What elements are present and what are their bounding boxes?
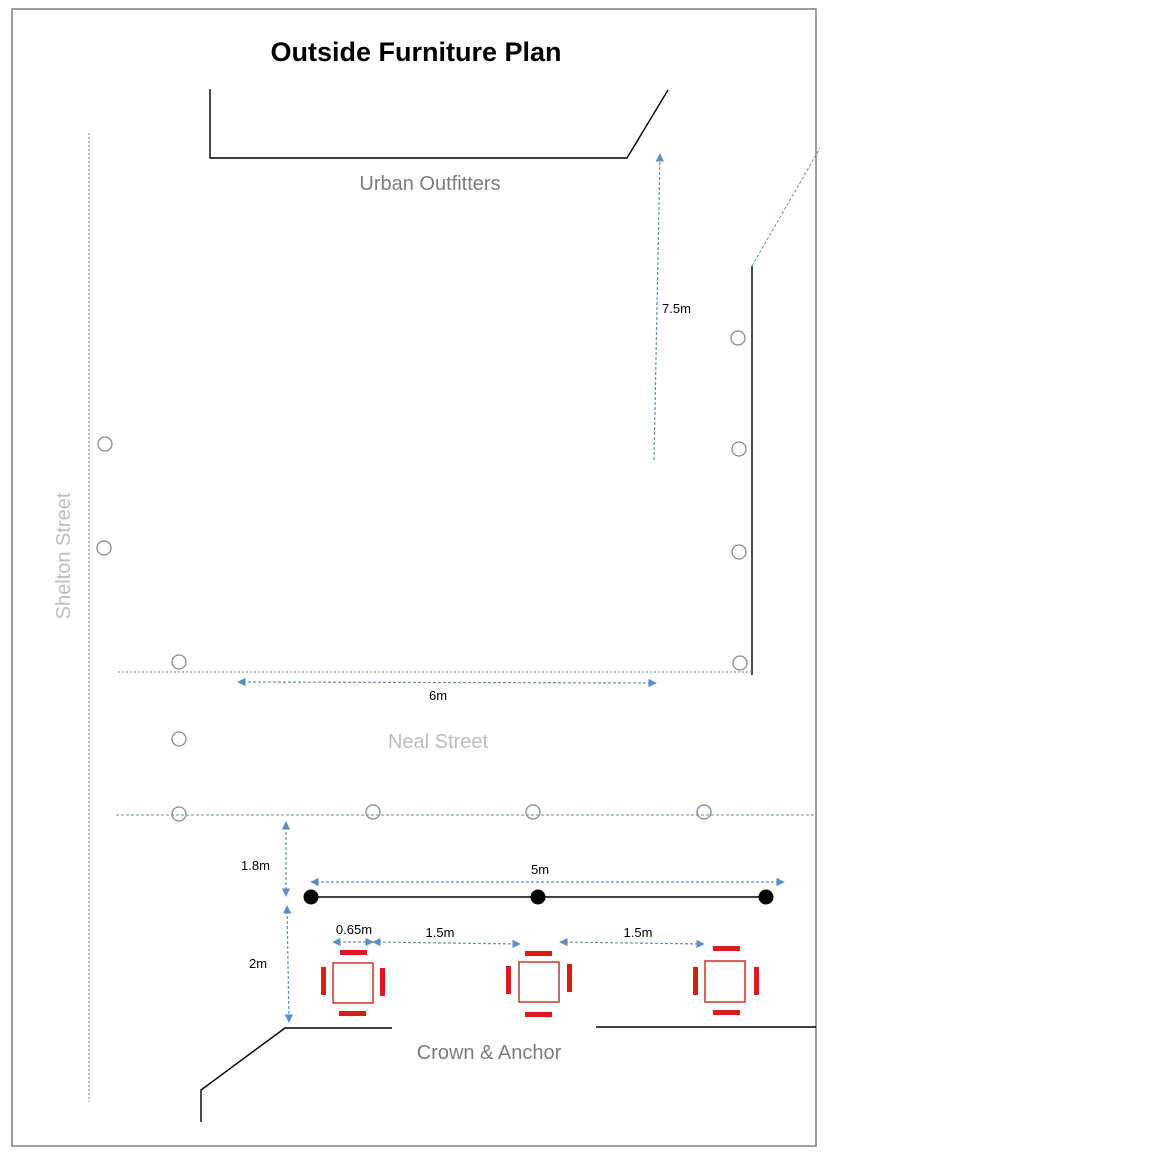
kerb-gap-label: 1.8m (241, 858, 270, 873)
page-frame (11, 8, 817, 1147)
neal-street-label: Neal Street (388, 731, 488, 753)
table-spacing-label: 1.5m (624, 925, 653, 940)
bollard (171, 654, 187, 670)
chair (506, 966, 511, 994)
crown-anchor-label: Crown & Anchor (417, 1042, 562, 1064)
barrier-post (303, 889, 319, 905)
bollard (731, 441, 747, 457)
bollard (171, 731, 187, 747)
barrier-post (758, 889, 774, 905)
crown-anchor-outline-left (200, 1027, 392, 1122)
table (332, 962, 374, 1004)
north-width-label: 6m (429, 688, 447, 703)
table-spacing-arrow (559, 937, 705, 949)
chair (339, 1011, 366, 1016)
right-building-dashed-edge (751, 147, 821, 267)
plan-title: Outside Furniture Plan (270, 37, 561, 67)
bollards (96, 330, 748, 822)
bollard (525, 804, 541, 820)
north-depth-arrow (653, 153, 665, 461)
chair (321, 967, 326, 995)
seating-depth-arrow (282, 905, 294, 1023)
bollard (365, 804, 381, 820)
bollard (171, 806, 187, 822)
table-set (693, 946, 759, 1015)
bollard (96, 540, 112, 556)
chair (567, 964, 572, 992)
chair (340, 950, 367, 955)
urban-outfitters-outline (209, 89, 669, 159)
bollard (696, 804, 712, 820)
table (704, 960, 746, 1003)
chair (713, 946, 740, 951)
chair (380, 968, 385, 996)
chair (525, 1012, 552, 1017)
chair (693, 967, 698, 995)
urban-outfitters-label: Urban Outfitters (359, 173, 500, 195)
chair (525, 951, 552, 956)
shelton-street-label: Shelton Street (53, 492, 75, 619)
bollard (97, 436, 113, 452)
table-set (321, 950, 385, 1016)
bollard (731, 544, 747, 560)
barrier-length-label: 5m (531, 862, 549, 877)
barrier-post (530, 889, 546, 905)
table-width-label: 0.65m (336, 922, 372, 937)
seating-depth-label: 2m (249, 956, 267, 971)
chair (713, 1010, 740, 1015)
north-depth-label: 7.5m (662, 301, 691, 316)
chair (754, 967, 759, 995)
table-set (506, 951, 572, 1017)
table-spacing-arrow (372, 937, 521, 949)
table (518, 961, 560, 1003)
bollard (732, 655, 748, 671)
bollard (730, 330, 746, 346)
table-spacing-label: 1.5m (426, 925, 455, 940)
